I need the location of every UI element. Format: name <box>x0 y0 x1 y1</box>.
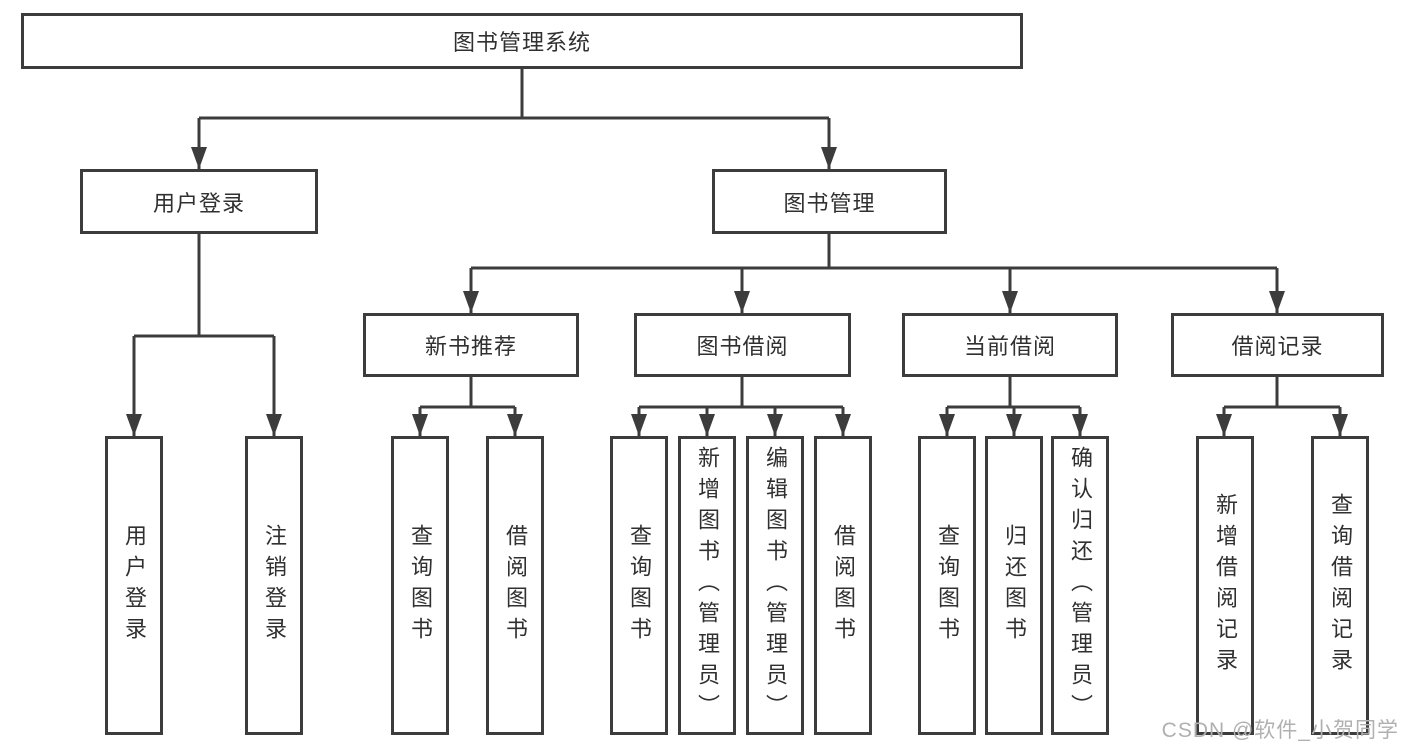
leaf-return-books: 归还图书 <box>985 436 1043 735</box>
node-label: 借阅记录 <box>1231 334 1324 359</box>
watermark: CSDN @软件_小贺同学 <box>1161 719 1399 742</box>
node-label: 查询图书 <box>935 523 960 648</box>
leaf-logout: 注销登录 <box>245 436 303 735</box>
node-label: 查询图书 <box>408 523 433 648</box>
leaf-query-books-borrowing: 查询图书 <box>610 436 668 735</box>
node-label: 确认归还（管理员） <box>1068 446 1093 725</box>
leaf-borrow-books-recommend: 借阅图书 <box>486 436 544 735</box>
node-label: 图书管理 <box>783 190 876 216</box>
leaf-add-borrow-record: 新增借阅记录 <box>1196 436 1254 735</box>
connector-lines <box>132 69 1342 436</box>
leaf-confirm-return-admin: 确认归还（管理员） <box>1051 436 1109 735</box>
node-library-management-system: 图书管理系统 <box>21 13 1023 69</box>
leaf-user-login: 用户登录 <box>105 436 163 735</box>
node-book-borrowing: 图书借阅 <box>634 313 851 377</box>
node-new-book-recommendation: 新书推荐 <box>363 313 579 377</box>
node-label: 查询借阅记录 <box>1328 492 1353 679</box>
node-label: 新增图书（管理员） <box>695 446 720 725</box>
node-label: 注销登录 <box>262 523 287 648</box>
arrowhead-icons <box>126 147 1348 436</box>
node-borrowing-records: 借阅记录 <box>1171 313 1384 377</box>
leaf-query-borrow-record: 查询借阅记录 <box>1311 436 1369 735</box>
leaf-borrow-books-borrowing: 借阅图书 <box>814 436 872 735</box>
node-label: 用户登录 <box>122 523 147 648</box>
leaf-edit-books-admin: 编辑图书（管理员） <box>746 436 804 735</box>
node-label: 图书借阅 <box>696 334 789 359</box>
node-label: 借阅图书 <box>831 523 856 648</box>
node-book-management: 图书管理 <box>712 169 947 234</box>
node-label: 用户登录 <box>152 190 245 216</box>
node-label: 归还图书 <box>1002 523 1027 648</box>
node-label: 借阅图书 <box>503 523 528 648</box>
leaf-query-books-recommend: 查询图书 <box>391 436 449 735</box>
node-label: 当前借阅 <box>963 334 1056 359</box>
node-label: 新书推荐 <box>424 334 517 359</box>
leaf-query-books-current: 查询图书 <box>918 436 976 735</box>
node-label: 查询图书 <box>627 523 652 648</box>
node-label: 图书管理系统 <box>452 30 591 55</box>
node-user-login: 用户登录 <box>80 169 318 234</box>
node-current-borrowing: 当前借阅 <box>902 313 1118 377</box>
node-label: 新增借阅记录 <box>1213 492 1238 679</box>
leaf-add-books-admin: 新增图书（管理员） <box>678 436 736 735</box>
node-label: 编辑图书（管理员） <box>763 446 788 725</box>
